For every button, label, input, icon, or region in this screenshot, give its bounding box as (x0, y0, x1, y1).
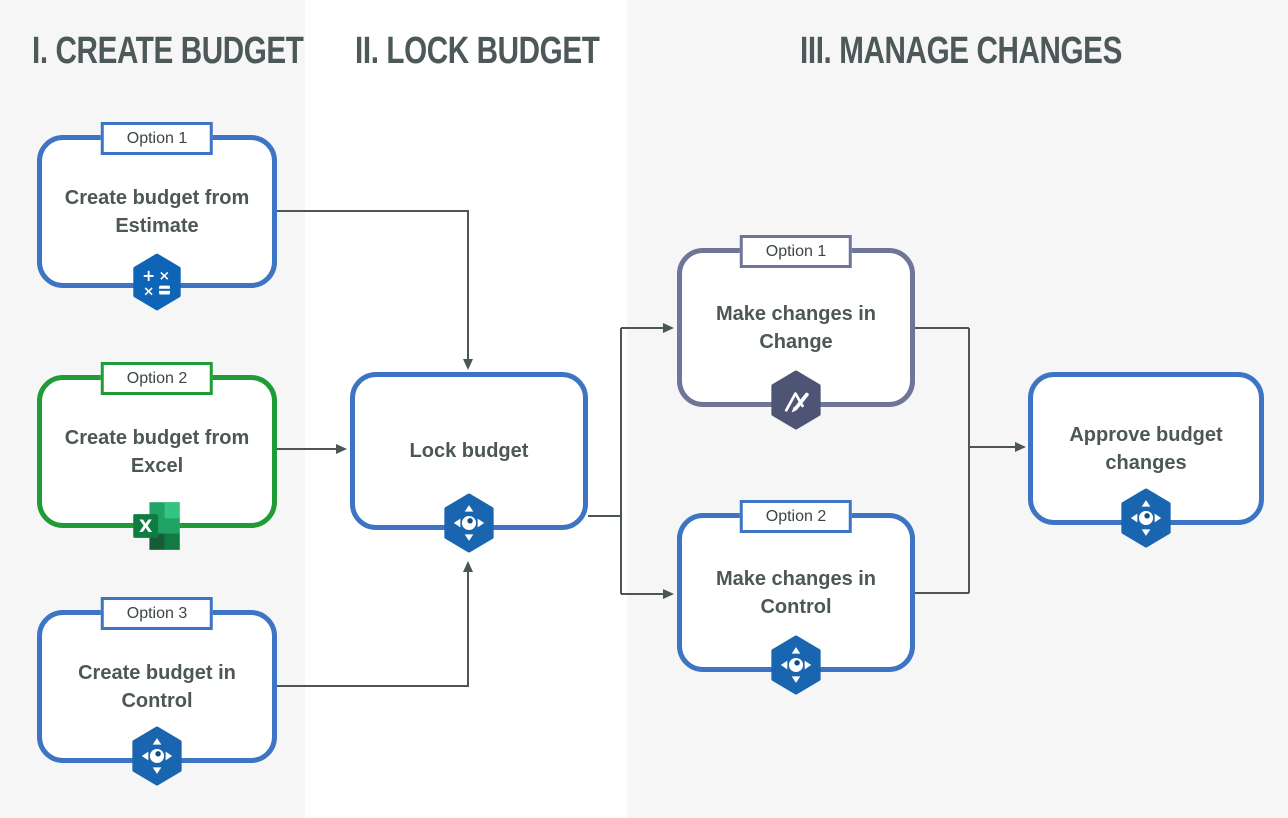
svg-text:×: × (143, 284, 154, 300)
node-label: Create budget in Control (78, 661, 236, 712)
option-tag-label: Option 1 (765, 242, 827, 260)
option-tag: Option 1 (739, 235, 853, 268)
node-approve-budget-changes: Approve budget changes (1028, 372, 1264, 548)
option-tag-label: Option 2 (126, 369, 188, 387)
excel-icon: X (130, 501, 184, 551)
option-tag: Option 2 (100, 362, 214, 395)
option-tag-label: Option 1 (126, 129, 188, 147)
node-label: Create budget from Estimate (64, 186, 250, 237)
node-label: Create budget from Excel (64, 426, 250, 477)
control-hexagon-icon (443, 493, 495, 553)
control-hexagon-icon (1120, 488, 1172, 548)
node-label: Make changes in Change (715, 302, 877, 353)
option-tag-label: Option 2 (765, 507, 827, 525)
node-create-budget-in-control: Option 3 Create budget in Control (37, 597, 277, 786)
option-tag: Option 1 (100, 122, 214, 155)
option-tag: Option 3 (100, 597, 214, 630)
column-heading-create-budget: I. CREATE BUDGET (32, 30, 304, 72)
control-hexagon-icon (131, 726, 183, 786)
node-create-budget-from-estimate: Option 1 Create budget from Estimate + ×… (37, 122, 277, 311)
svg-text:+: + (142, 267, 155, 285)
svg-text:X: X (139, 517, 152, 537)
node-label: Make changes in Control (715, 567, 877, 618)
svg-text:×: × (159, 268, 170, 284)
node-lock-budget: Lock budget (350, 372, 588, 553)
option-tag: Option 2 (739, 500, 853, 533)
option-tag-label: Option 3 (126, 604, 188, 622)
node-label: Lock budget (409, 440, 529, 462)
node-make-changes-in-control: Option 2 Make changes in Control (677, 500, 915, 695)
node-label: Approve budget changes (1069, 423, 1223, 474)
column-heading-manage-changes: III. MANAGE CHANGES (800, 30, 1122, 72)
column-heading-lock-budget: II. LOCK BUDGET (355, 30, 600, 72)
change-hexagon-icon (770, 370, 822, 430)
estimate-hexagon-icon: + × × (132, 253, 182, 311)
node-create-budget-from-excel: Option 2 Create budget from Excel X (37, 362, 277, 550)
control-hexagon-icon (770, 635, 822, 695)
node-make-changes-in-change: Option 1 Make changes in Change (677, 235, 915, 430)
